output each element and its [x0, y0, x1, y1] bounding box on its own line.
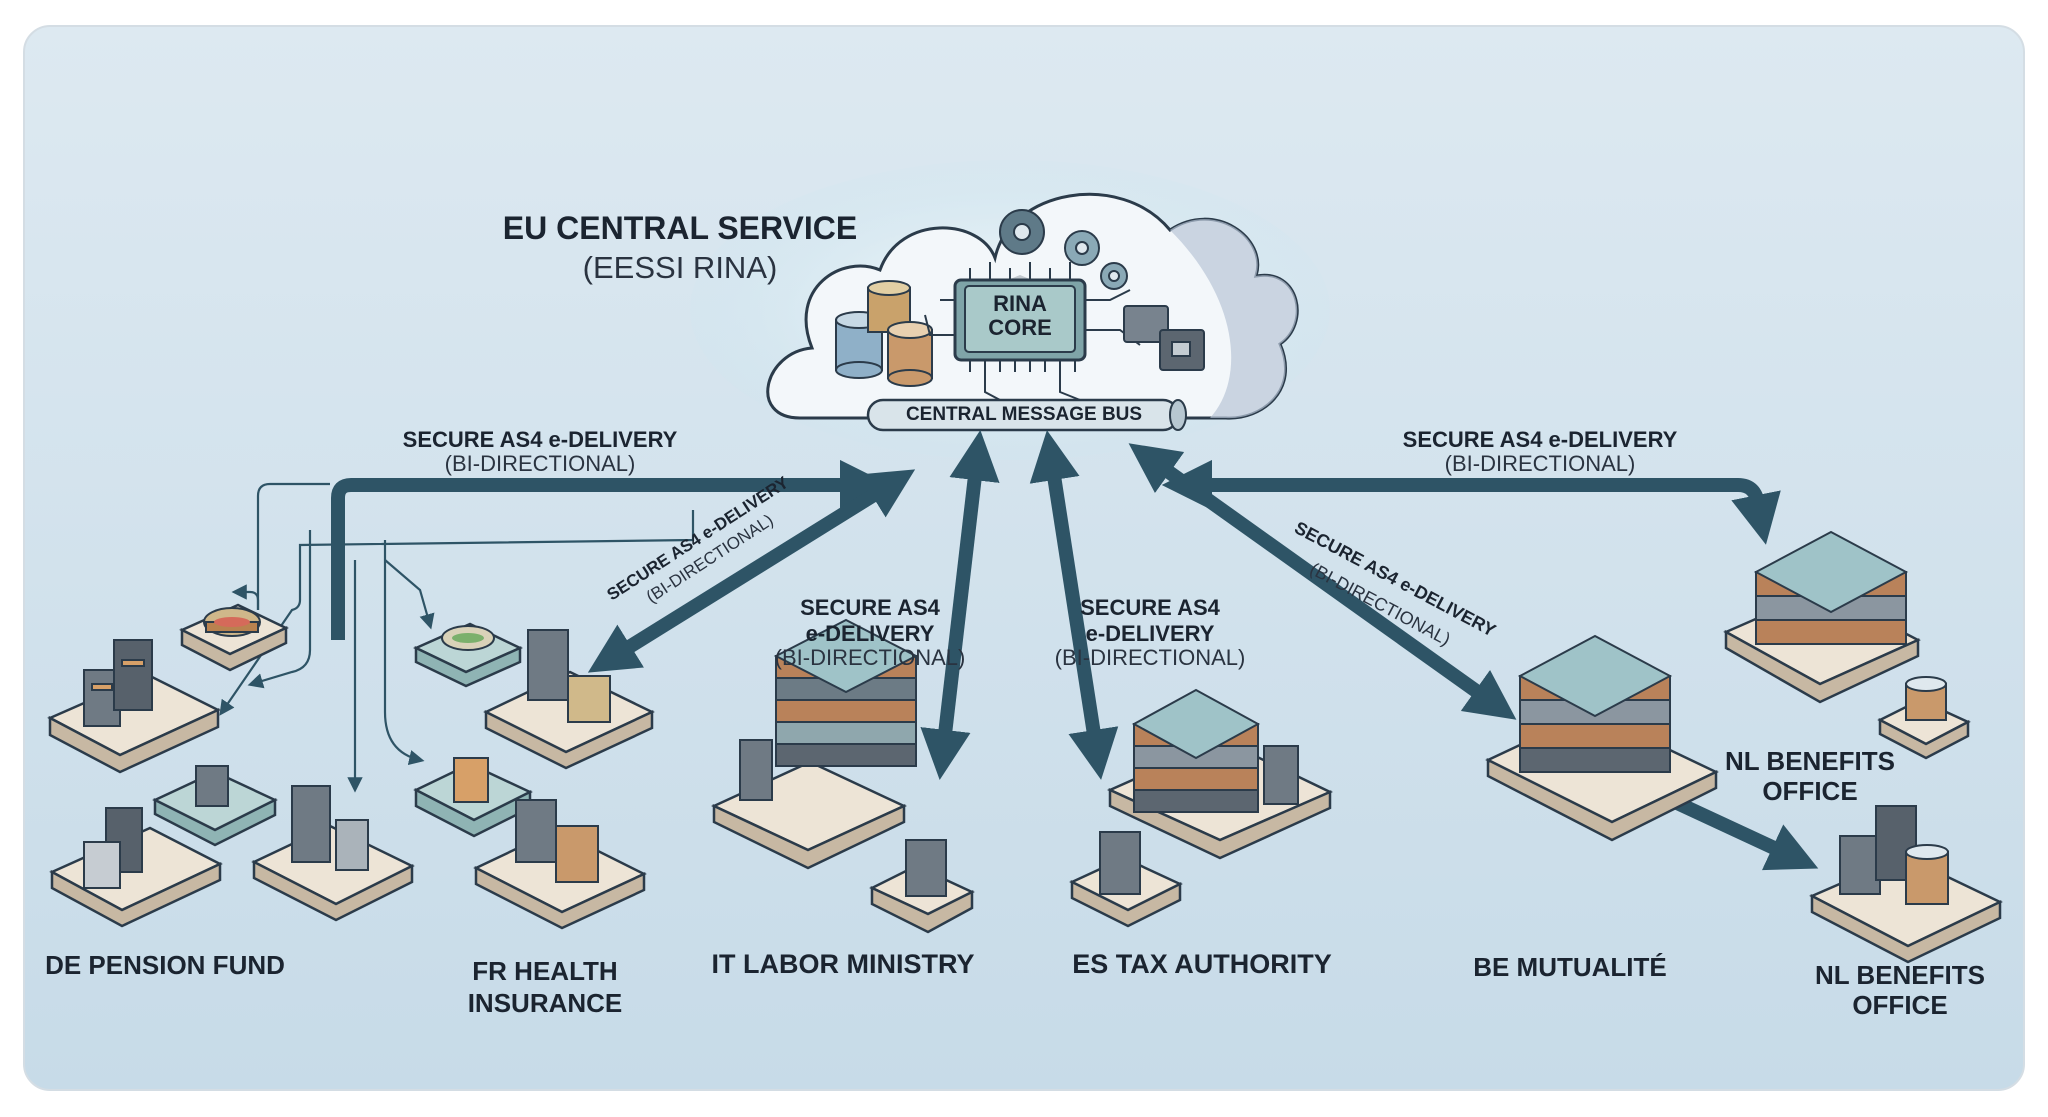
connection-label-center-left: SECURE AS4 — [800, 595, 940, 620]
server-icon — [83, 639, 369, 889]
connection-sublabel-right: (BI-DIRECTIONAL) — [1444, 451, 1636, 476]
connection-label-left: SECURE AS4 e-DELIVERY — [402, 427, 678, 452]
server-stack-icon — [1517, 634, 1673, 773]
connection-label-center-right-2: e-DELIVERY — [1085, 621, 1215, 646]
database-icon — [835, 280, 933, 387]
node-label-nl-bottom: NL BENEFITS — [1815, 960, 1985, 990]
node-label-es: ES TAX AUTHORITY — [1072, 949, 1332, 979]
node-label-fr: FR HEALTH — [472, 956, 618, 986]
hub-subtitle: (EESSI RINA) — [582, 250, 778, 285]
core-label-1: RINA — [993, 291, 1047, 316]
node-label-nl-top-2: OFFICE — [1762, 776, 1858, 806]
server-stack-icon — [1753, 530, 1947, 721]
connection-sublabel-left: (BI-DIRECTIONAL) — [444, 451, 636, 476]
server-stack-icon — [739, 618, 947, 897]
connection-label-center-left-2: e-DELIVERY — [805, 621, 935, 646]
arrow-nl-bottom — [1657, 788, 1819, 871]
arrow-nl-top — [1161, 459, 1781, 545]
node-label-nl-bottom-2: OFFICE — [1852, 990, 1948, 1020]
connection-label-right: SECURE AS4 e-DELIVERY — [1402, 427, 1678, 452]
bus-label: CENTRAL MESSAGE BUS — [905, 404, 1143, 425]
branch-lines — [219, 482, 695, 793]
server-stack-icon — [1099, 688, 1299, 895]
arrow-fr — [587, 469, 916, 673]
message-bus — [866, 398, 1187, 432]
connection-sublabel-center-right: (BI-DIRECTIONAL) — [1054, 645, 1246, 670]
core-label-2: CORE — [988, 315, 1052, 340]
hub-title: EU CENTRAL SERVICE — [502, 210, 858, 246]
gear-icon — [999, 209, 1128, 290]
connection-label-center-right: SECURE AS4 — [1080, 595, 1220, 620]
node-label-de: DE PENSION FUND — [45, 950, 285, 980]
server-icon — [441, 625, 611, 883]
node-label-fr-2: INSURANCE — [467, 988, 623, 1018]
server-icon — [1123, 305, 1205, 371]
connection-sublabel-center-left: (BI-DIRECTIONAL) — [774, 645, 966, 670]
node-label-it: IT LABOR MINISTRY — [711, 949, 975, 979]
hub-device — [203, 607, 261, 637]
arrow-de — [331, 459, 891, 640]
server-icon — [1839, 805, 1949, 905]
node-label-nl-top: NL BENEFITS — [1725, 746, 1895, 776]
node-label-be: BE MUTUALITÉ — [1473, 952, 1667, 982]
arrow-it — [920, 429, 1000, 781]
chip-icon — [924, 262, 1141, 401]
arrow-es — [1029, 430, 1119, 780]
